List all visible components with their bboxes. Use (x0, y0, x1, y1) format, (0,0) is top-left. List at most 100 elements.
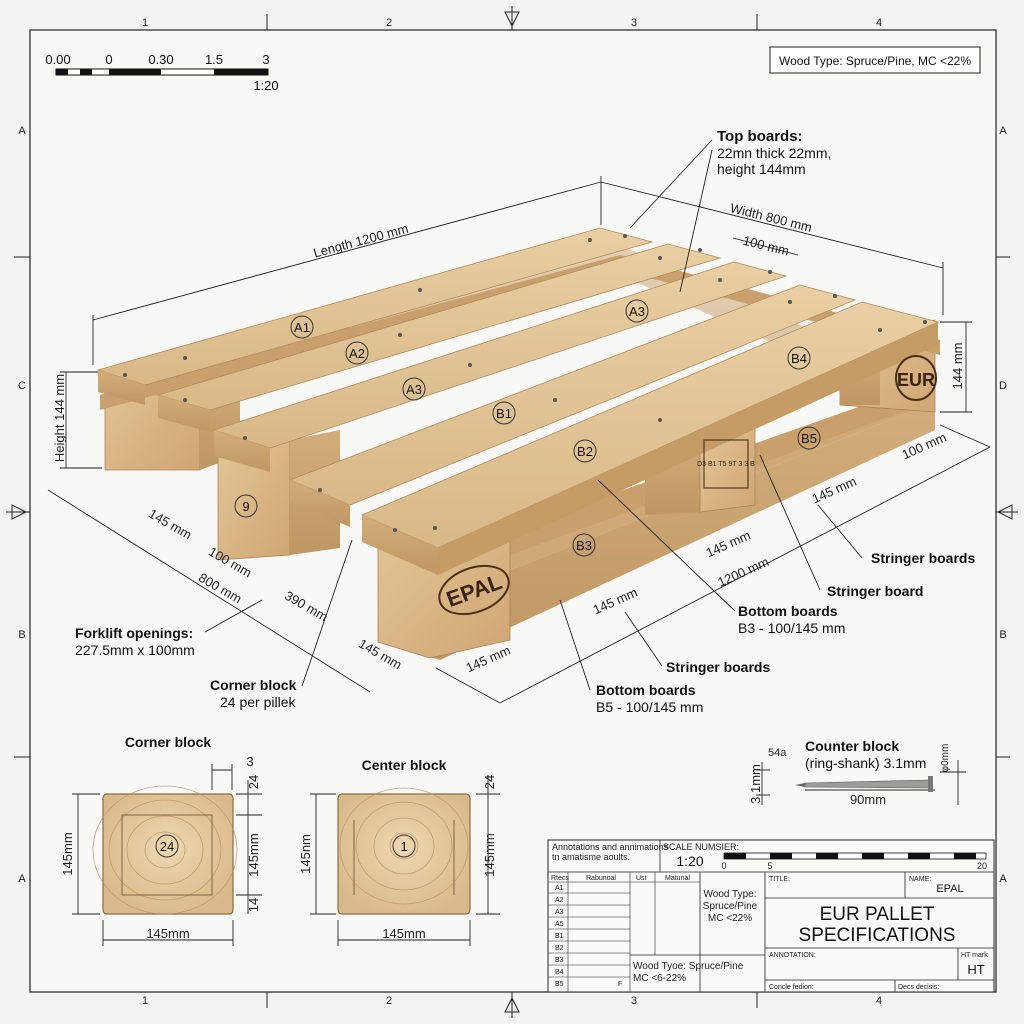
corner-dim-24: 24 (246, 775, 261, 789)
nail-title: Counter block (805, 738, 899, 754)
tb-row-9: B5 (555, 981, 564, 988)
center-dim-bottom: 145mm (382, 926, 425, 941)
tb-annotations-header: Annotations and annimations (552, 842, 669, 852)
nail-detail: Counter block (ring-shank) 3.1mm 54a φ0m… (748, 738, 966, 807)
center-dim-right: 145mm (482, 833, 497, 876)
tb-bar-tick-5: 5 (767, 861, 772, 871)
board-tag-a2: A2 (349, 346, 365, 361)
tb-row-10: F (618, 981, 622, 988)
wood-note: Wood Type: Spruce/Pine, MC <22% (779, 54, 971, 68)
col-label-bottom-1: 1 (142, 995, 148, 1007)
center-block-detail-title: Center block (362, 757, 447, 773)
callout-bottom-boards-2-value: B5 - 100/145 mm (596, 699, 703, 715)
tb-name-label: NAME: (909, 876, 931, 883)
tb-bar-tick-0: 0 (721, 861, 726, 871)
center-block-detail: Center block 1 145nm 145mm 24 145mm (298, 757, 500, 946)
callout-corner-block-title: Corner block (210, 677, 297, 693)
scale-tick-label-5: 3 (262, 52, 269, 67)
tb-row-2: A2 (555, 897, 564, 904)
scale-bar: 0.00 0 0.30 1.5 3 1:20 (45, 52, 278, 93)
tb-row-8: B4 (555, 969, 564, 976)
tb-title-label: TITLE: (769, 876, 790, 883)
board-tag-b2: B2 (577, 444, 593, 459)
tb-footer-1: Concle fedion: (769, 984, 814, 991)
tb-wood-line3: MC <22% (708, 913, 752, 924)
corner-dim-left: 145mm (60, 832, 75, 875)
corner-block-tag: 24 (160, 839, 174, 854)
block-stamp: D3 B1 T5 9T 3 3 B (697, 461, 755, 468)
row-label-left-2: C (18, 380, 26, 392)
col-label-bottom-3: 3 (631, 995, 637, 1007)
board-tag-b4: B4 (791, 351, 807, 366)
tb-footer-2: Decs decisis: (898, 984, 939, 991)
board-tags: A1 A2 A3 A3 B1 B2 B4 B5 B3 (290, 299, 821, 557)
board-tag-b5: B5 (801, 431, 817, 446)
column-labels-top: 1 2 3 4 (142, 17, 882, 29)
callout-bottom-boards-1-value: B3 - 100/145 mm (738, 620, 845, 636)
scale-ratio: 1:20 (253, 78, 278, 93)
scale-tick-label-4: 1.5 (205, 52, 223, 67)
col-label-top-4: 4 (876, 17, 882, 29)
callout-stringer-boards-1: Stringer boards (871, 550, 975, 566)
tb-row-7: B3 (555, 957, 564, 964)
tb-col-header-4: Matunal (665, 875, 690, 882)
callout-top-boards-line2: height 144mm (717, 161, 806, 177)
scale-tick-label-3: 0.30 (148, 52, 173, 67)
board-tag-b1: B1 (496, 406, 512, 421)
col-label-bottom-4: 4 (876, 995, 882, 1007)
title-block: Annotations and annimations tn amatisme … (547, 839, 995, 993)
row-label-right-2: D (999, 380, 1007, 392)
wood-note-box (769, 46, 981, 74)
col-label-top-1: 1 (142, 17, 148, 29)
col-label-top-2: 2 (386, 17, 392, 29)
tb-ht-value: HT (967, 962, 984, 977)
scale-tick-label-1: 0.00 (45, 52, 70, 67)
tb-ht-label: HT mark (961, 952, 988, 959)
tb-col-header-1: Rtecs (551, 875, 569, 882)
tb-row-1: A1 (555, 885, 564, 892)
scale-tick-label-2: 0 (105, 52, 112, 67)
corner-dim-3: 3 (246, 754, 253, 769)
row-label-left-1: A (18, 125, 26, 137)
callout-forklift-title: Forklift openings: (75, 625, 193, 641)
tb-title-line2: SPECIFICATIONS (799, 925, 956, 946)
tb-wood2-line2: MC <6-22% (633, 973, 686, 984)
center-markers (6, 6, 1018, 1018)
callout-top-boards-title: Top boards: (717, 128, 803, 145)
top-board-b1 (288, 284, 857, 506)
tb-row-5: B1 (555, 933, 564, 940)
nail-subtitle: (ring-shank) 3.1mm (805, 755, 926, 771)
nail-left-dim: 3.1mm (748, 764, 763, 804)
leader-lines (204, 139, 863, 691)
tb-row-6: B2 (555, 945, 564, 952)
callout-stringer-board: Stringer board (827, 583, 923, 599)
dimension-lines (47, 176, 991, 704)
row-label-right-1: A (999, 125, 1007, 137)
tb-scale-value: 1:20 (676, 853, 703, 869)
callout-top-boards-line1: 22mn thick 22mm, (717, 145, 831, 161)
board-tag-a1: A1 (294, 320, 310, 335)
tb-row-4: A5 (555, 921, 564, 928)
callout-bottom-boards-2-title: Bottom boards (596, 682, 696, 698)
tb-col-header-3: Ust (636, 875, 647, 882)
nail-size-small: 54a (768, 747, 787, 759)
top-board-a2 (156, 243, 722, 411)
row-label-right-4: A (999, 873, 1007, 885)
board-tag-a3-right: A3 (629, 304, 645, 319)
row-labels-right: A D B A (999, 125, 1007, 885)
center-dim-left: 145nm (298, 834, 313, 874)
row-label-left-4: A (18, 873, 26, 885)
callout-corner-block-value: 24 per pillek (220, 694, 296, 710)
callout-stringer-boards-2: Stringer boards (666, 659, 770, 675)
dim-height-left: Height 144 mm (52, 374, 67, 462)
corner-block-detail: Corner block 24 145mm 145mm 3 24 145mm 1… (60, 734, 262, 946)
center-block-tag: 1 (400, 839, 407, 854)
corner-dim-bottom: 145mm (146, 926, 189, 941)
nail-size-right: φ0mm (940, 744, 951, 773)
col-label-top-3: 3 (631, 17, 637, 29)
center-dim-24: 24 (482, 775, 497, 789)
row-labels-left: A C B A (18, 125, 26, 885)
corner-block-detail-title: Corner block (125, 734, 212, 750)
tb-annotations-sub: tn amatisme aoults. (552, 852, 630, 862)
